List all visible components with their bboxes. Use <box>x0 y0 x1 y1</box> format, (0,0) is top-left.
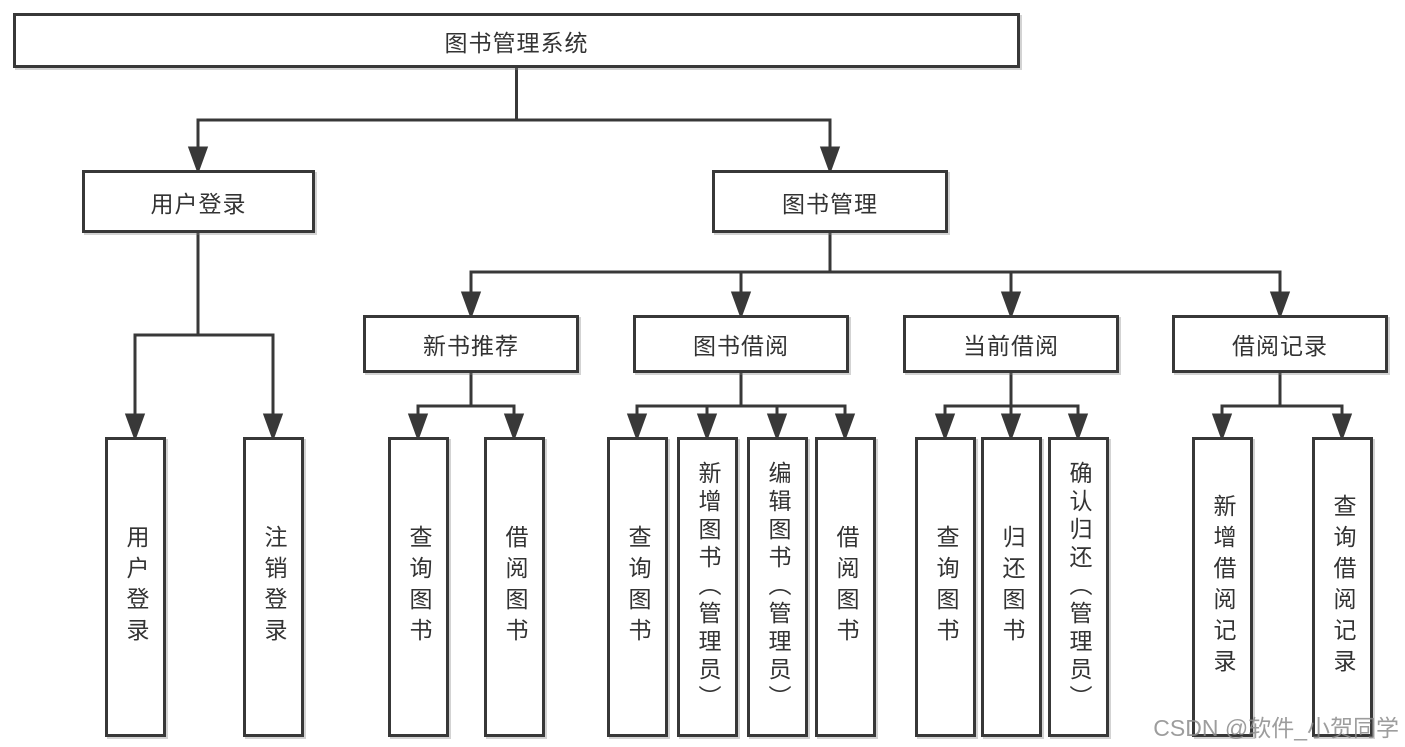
leaf-query-books-2: 查询图书 <box>607 437 668 737</box>
node-book-management-label: 图书管理 <box>782 190 878 217</box>
arrowhead <box>460 291 482 320</box>
node-book-borrowing: 图书借阅 <box>633 315 849 373</box>
leaf-query-borrow-record: 查询借阅记录 <box>1312 437 1373 737</box>
leaf-add-book-admin: 新增图书（管理员） <box>677 437 738 737</box>
leaf-return-books-label: 归还图书 <box>999 525 1025 649</box>
arrowhead <box>407 413 429 442</box>
arrowhead <box>834 413 856 442</box>
node-current-borrowing: 当前借阅 <box>903 315 1119 373</box>
arrowhead <box>766 413 788 442</box>
node-book-borrowing-label: 图书借阅 <box>693 333 789 359</box>
leaf-query-borrow-record-label: 查询借阅记录 <box>1330 494 1356 680</box>
arrowhead <box>1211 413 1233 442</box>
leaf-user-login-label: 用户登录 <box>123 525 149 649</box>
leaf-logout-label: 注销登录 <box>261 525 287 649</box>
node-new-book-recommend-label: 新书推荐 <box>423 333 519 359</box>
arrowhead <box>1269 291 1291 320</box>
arrowhead <box>819 146 841 175</box>
leaf-borrow-books-2-label: 借阅图书 <box>833 525 859 649</box>
node-root: 图书管理系统 <box>13 13 1020 68</box>
arrowhead <box>187 146 209 175</box>
leaf-return-books: 归还图书 <box>981 437 1042 737</box>
leaf-borrow-books-1: 借阅图书 <box>484 437 545 737</box>
leaf-add-book-admin-label: 新增图书（管理员） <box>695 461 721 713</box>
leaf-confirm-return-admin: 确认归还（管理员） <box>1048 437 1109 737</box>
leaf-user-login: 用户登录 <box>105 437 166 737</box>
leaf-query-books-2-label: 查询图书 <box>625 525 651 649</box>
leaf-query-books-3-label: 查询图书 <box>933 525 959 649</box>
leaf-borrow-books-2: 借阅图书 <box>815 437 876 737</box>
arrowhead <box>1000 413 1022 442</box>
arrowhead <box>124 413 146 442</box>
node-book-management: 图书管理 <box>712 170 948 233</box>
leaf-query-books-1-label: 查询图书 <box>406 525 432 649</box>
leaf-add-borrow-record: 新增借阅记录 <box>1192 437 1253 737</box>
leaf-query-books-1: 查询图书 <box>388 437 449 737</box>
leaf-add-borrow-record-label: 新增借阅记录 <box>1210 494 1236 680</box>
arrowhead <box>934 413 956 442</box>
node-user-login-label: 用户登录 <box>150 190 247 217</box>
arrowhead <box>696 413 718 442</box>
node-borrowing-records-label: 借阅记录 <box>1232 333 1328 359</box>
arrowhead <box>626 413 648 442</box>
leaf-borrow-books-1-label: 借阅图书 <box>502 525 528 649</box>
leaf-edit-book-admin-label: 编辑图书（管理员） <box>765 461 791 713</box>
arrowhead <box>730 291 752 320</box>
node-root-label: 图书管理系统 <box>444 29 589 56</box>
arrowhead <box>1331 413 1353 442</box>
leaf-query-books-3: 查询图书 <box>915 437 976 737</box>
arrowhead <box>1000 291 1022 320</box>
node-user-login: 用户登录 <box>82 170 315 233</box>
watermark: CSDN @软件_小贺同学 <box>1153 715 1399 741</box>
node-current-borrowing-label: 当前借阅 <box>963 333 1059 359</box>
arrowhead <box>262 413 284 442</box>
node-borrowing-records: 借阅记录 <box>1172 315 1388 373</box>
arrowhead <box>503 413 525 442</box>
node-new-book-recommend: 新书推荐 <box>363 315 579 373</box>
arrowhead <box>1067 413 1089 442</box>
leaf-confirm-return-admin-label: 确认归还（管理员） <box>1066 461 1092 713</box>
leaf-edit-book-admin: 编辑图书（管理员） <box>747 437 808 737</box>
leaf-logout: 注销登录 <box>243 437 304 737</box>
